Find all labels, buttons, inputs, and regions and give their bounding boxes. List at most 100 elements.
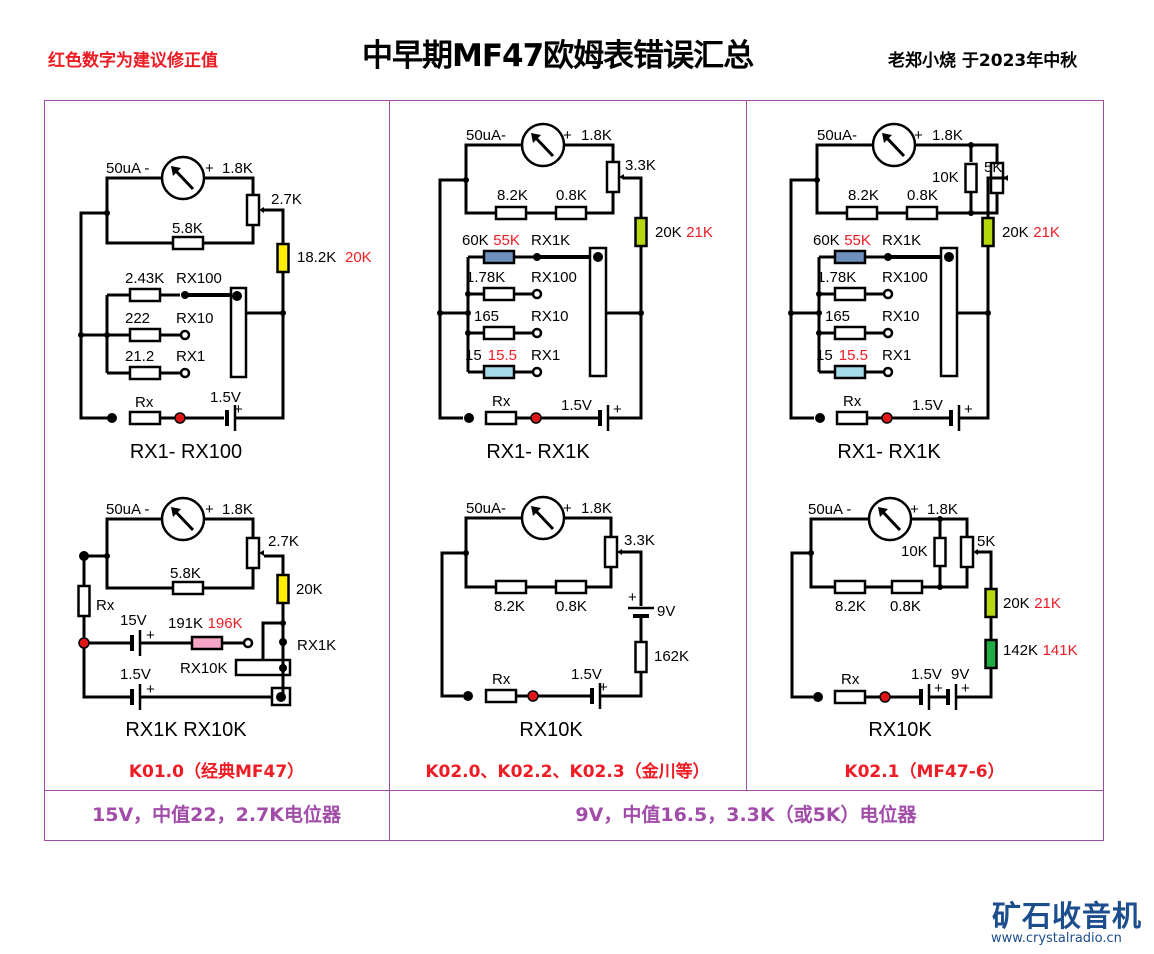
wire bbox=[969, 668, 993, 699]
resistor bbox=[171, 235, 205, 251]
component-label: 15 bbox=[465, 347, 482, 364]
meter-needle bbox=[532, 507, 555, 531]
component-label: 1.5V bbox=[911, 666, 942, 683]
probe-red bbox=[880, 692, 890, 702]
wire bbox=[105, 517, 255, 590]
switch-terminal bbox=[882, 288, 894, 300]
circuit-caption: RX1- RX1K bbox=[486, 441, 590, 463]
wire bbox=[105, 176, 255, 245]
circuit-caption: RX1- RX100 bbox=[130, 441, 242, 463]
component-label: 5K bbox=[977, 533, 995, 550]
component-label: 0.8K bbox=[907, 187, 938, 204]
resistor-20k bbox=[634, 216, 648, 248]
component-label: 2.7K bbox=[271, 191, 302, 208]
range-label: RX10K bbox=[180, 660, 228, 677]
component-label: 50uA- bbox=[466, 127, 506, 144]
component-label: 9V bbox=[657, 603, 675, 620]
junction-dot bbox=[808, 550, 814, 556]
resistor bbox=[128, 365, 162, 381]
range-label: RX10 bbox=[531, 308, 569, 325]
component-label: 1.5V bbox=[912, 397, 943, 414]
component-label: 9V bbox=[951, 666, 969, 683]
wire bbox=[601, 672, 643, 698]
circuit-caption: RX10K bbox=[519, 719, 583, 741]
wire bbox=[608, 313, 643, 420]
potentiometer-wiper bbox=[617, 549, 622, 555]
range-resistor bbox=[833, 249, 867, 265]
component-label: 3.3K bbox=[625, 157, 656, 174]
component-label: 50uA - bbox=[808, 501, 851, 518]
component-label: 5.8K bbox=[172, 220, 203, 237]
component-label: 5K bbox=[984, 159, 1002, 176]
component-label: + bbox=[964, 401, 973, 418]
component-label: 0.8K bbox=[556, 598, 587, 615]
wire bbox=[261, 621, 283, 660]
wire bbox=[204, 176, 255, 195]
component-label: 10K bbox=[932, 169, 959, 186]
range-switch bbox=[939, 246, 959, 378]
junction-dot bbox=[78, 332, 84, 338]
author-note: 老郑小烧 于2023年中秋 bbox=[888, 51, 1078, 71]
wire bbox=[79, 211, 110, 420]
range-resistor bbox=[482, 249, 516, 265]
component-label: 5.8K bbox=[170, 565, 201, 582]
column-divider-1 bbox=[389, 100, 390, 840]
wire bbox=[586, 192, 615, 215]
meter-needle-arrow bbox=[171, 166, 181, 176]
correction-value: 15.5 bbox=[839, 347, 868, 364]
potentiometer-wiper bbox=[973, 549, 978, 555]
resistor bbox=[905, 205, 939, 221]
range-label: RX1K bbox=[531, 232, 570, 249]
component-label: Rx bbox=[492, 393, 511, 410]
component-label: 20K bbox=[655, 224, 682, 241]
probe-black bbox=[464, 413, 474, 423]
junction-dot bbox=[276, 692, 286, 702]
range-resistor bbox=[833, 286, 867, 302]
wire bbox=[235, 313, 285, 420]
wire bbox=[978, 550, 993, 590]
range-label: RX100 bbox=[531, 269, 577, 286]
probe-red bbox=[882, 413, 892, 423]
wire bbox=[922, 567, 969, 589]
correction-value: 21K bbox=[686, 224, 713, 241]
correction-value: 20K bbox=[345, 249, 372, 266]
wire bbox=[264, 554, 285, 575]
component-label: Rx bbox=[841, 671, 860, 688]
component-label: 50uA - bbox=[106, 160, 149, 177]
junction-dot bbox=[232, 291, 242, 301]
range-switch bbox=[588, 246, 608, 378]
wire bbox=[971, 143, 999, 162]
meter-needle-arrow bbox=[882, 133, 892, 143]
range-resistor bbox=[833, 364, 867, 380]
meter-needle bbox=[883, 134, 906, 158]
switch-terminal bbox=[531, 366, 543, 378]
resistor bbox=[835, 410, 869, 426]
meter-needle bbox=[172, 167, 195, 191]
component-label: + bbox=[934, 680, 943, 697]
range-label: RX1K bbox=[297, 637, 336, 654]
switch-terminal bbox=[531, 327, 543, 339]
probe-red bbox=[79, 638, 89, 648]
component-label: + bbox=[628, 589, 637, 606]
junction-dot bbox=[279, 638, 287, 646]
junction-dot bbox=[463, 550, 469, 556]
component-label: 15 bbox=[816, 347, 833, 364]
component-label: + bbox=[914, 127, 923, 144]
meter-needle-arrow bbox=[531, 506, 541, 516]
meter-needle bbox=[532, 134, 555, 158]
component-label: 8.2K bbox=[494, 598, 525, 615]
component-label: 15V bbox=[120, 612, 147, 629]
correction-value: 141K bbox=[1043, 642, 1078, 659]
probe-black bbox=[463, 691, 473, 701]
component-label: + bbox=[146, 681, 155, 698]
variant-label-k01: K01.0（经典MF47） bbox=[128, 762, 305, 782]
component-label: Rx bbox=[96, 597, 115, 614]
probe-black bbox=[107, 413, 117, 423]
component-label: 191K bbox=[168, 615, 203, 632]
correction-value: 21K bbox=[1033, 224, 1060, 241]
component-label: 222 bbox=[125, 310, 150, 327]
